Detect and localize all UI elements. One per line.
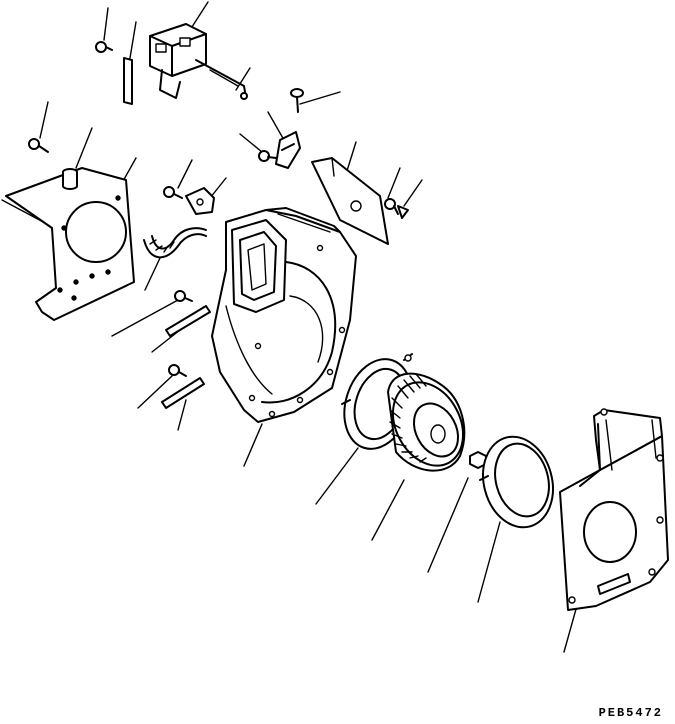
drawing-code: PEB5472 [598, 706, 663, 720]
cylinder-part [63, 169, 77, 189]
resistor-unit [150, 24, 247, 99]
orifice-ring [473, 429, 562, 535]
bracket-plate [6, 168, 134, 320]
mounting-strip [124, 58, 132, 104]
fan-wheel [379, 370, 477, 478]
small-bracket [186, 188, 214, 214]
cover-plate [312, 158, 388, 244]
seal-strips [162, 306, 210, 408]
end-plate [560, 409, 668, 610]
fan-blades [390, 374, 426, 462]
clip-bracket [276, 132, 300, 168]
leader-lines [2, 2, 578, 652]
screw-fasteners [29, 42, 486, 468]
drain-hose [144, 228, 206, 257]
blower-housing [212, 208, 356, 422]
